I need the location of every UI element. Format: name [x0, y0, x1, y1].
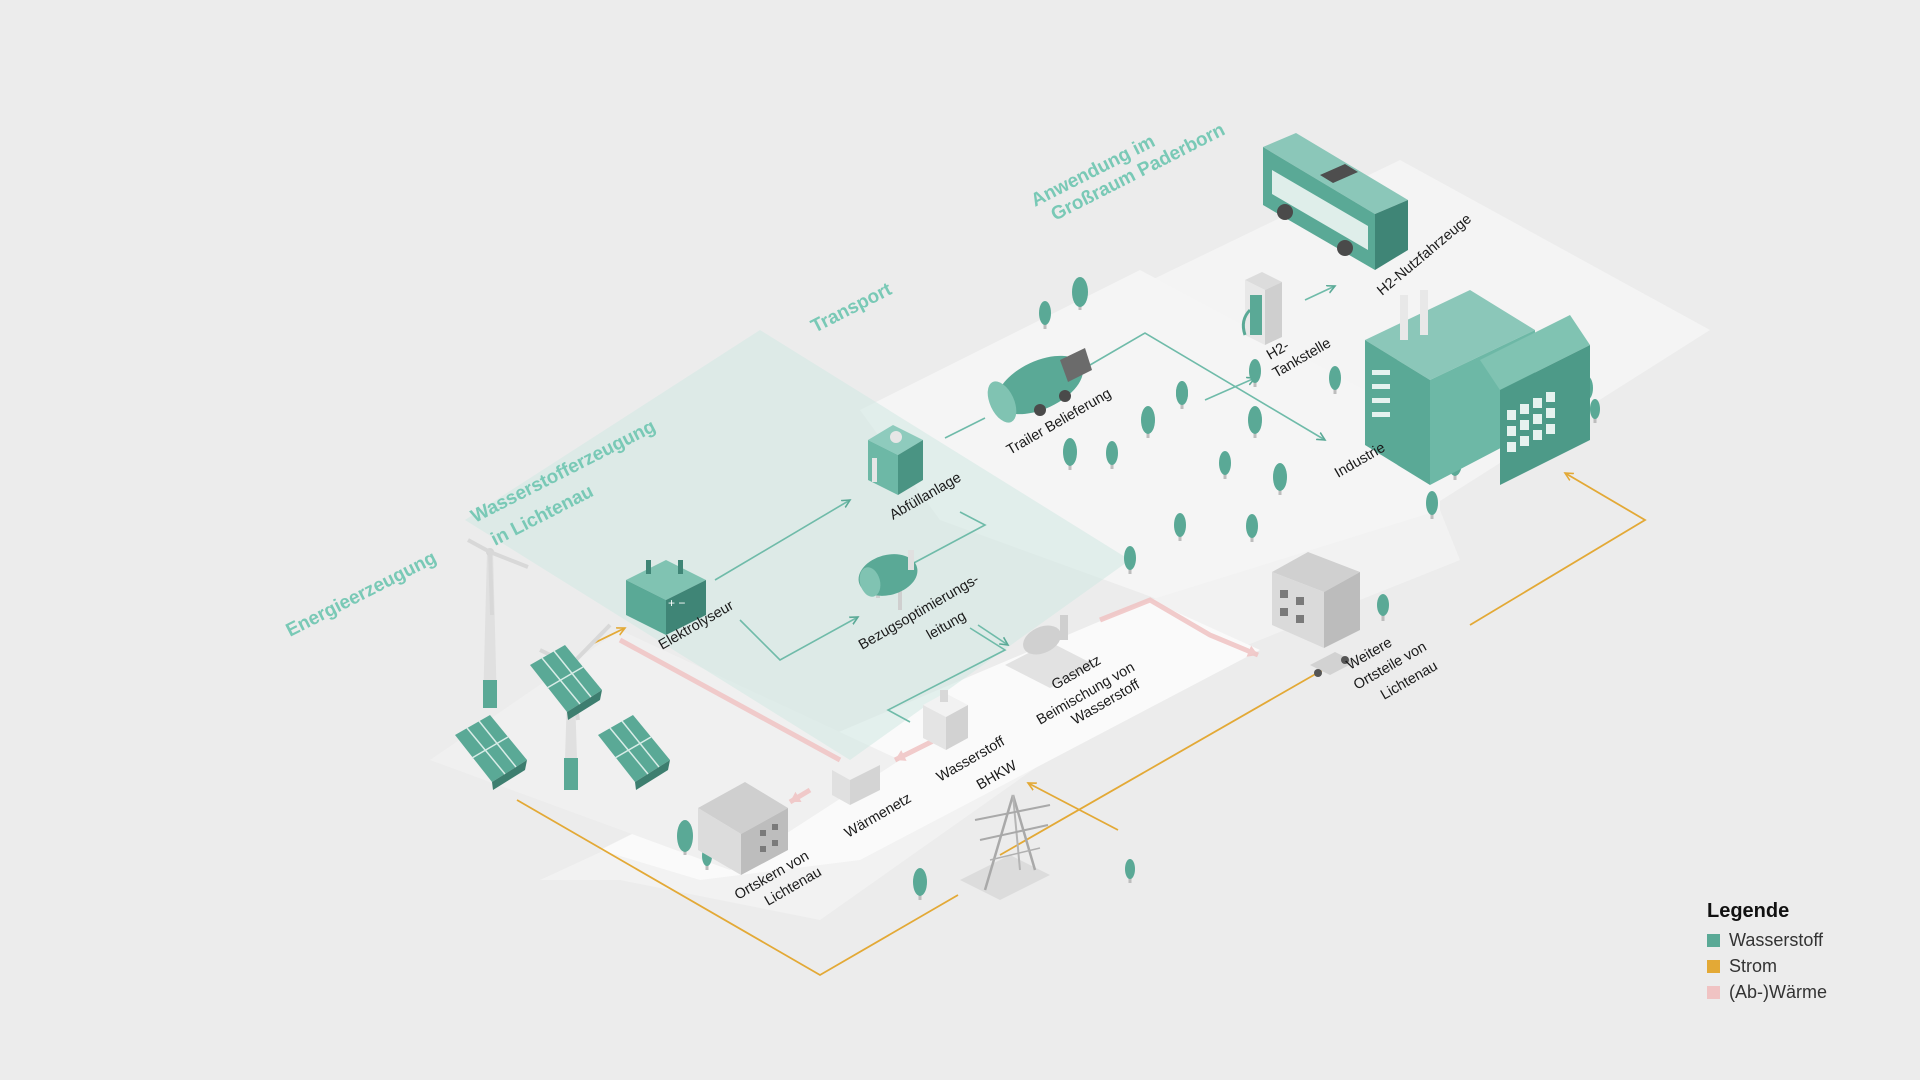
legend-label-power: Strom [1729, 955, 1778, 976]
apartment-building-icon [1272, 552, 1360, 648]
trailer-icon [987, 348, 1092, 423]
hydrogen-flows [714, 286, 1335, 723]
legend-item-hydrogen: Wasserstoff [1707, 927, 1887, 953]
solar-panel-icon [530, 645, 602, 720]
car-icon [1310, 652, 1355, 677]
tree-icon [1106, 441, 1118, 469]
legend-item-power: Strom [1707, 953, 1887, 979]
legend-label-hydrogen: Wasserstoff [1729, 929, 1824, 950]
factory-windows [1507, 392, 1555, 452]
tree-icon [1176, 381, 1188, 409]
tree-icon [1072, 277, 1088, 310]
tree-icon [677, 820, 693, 855]
tree-icon [1141, 406, 1155, 438]
legend-label-heat: (Ab-)Wärme [1729, 981, 1827, 1002]
legend-swatch-heat [1707, 985, 1720, 999]
flow-electrolyzer-to-filling [714, 500, 850, 581]
tree-icon [913, 868, 927, 900]
heat-grid-icon [832, 755, 880, 805]
tree-icon [1246, 514, 1258, 542]
tree-icon [1426, 491, 1438, 519]
power-grid-to-districts [999, 659, 1341, 856]
tree-icon [1590, 399, 1600, 423]
power-grid-to-chp [1028, 783, 1119, 831]
filling-plant-icon [868, 425, 923, 495]
section-transport: Transport [808, 279, 896, 338]
flow-station-to-vehicles [1304, 286, 1335, 301]
gas-grid-icon [1005, 615, 1095, 688]
electrolyzer-icon: + − [626, 560, 706, 635]
factory-side-windows [1372, 370, 1390, 417]
flow-storage-to-chp [886, 627, 1007, 723]
flow-filling-to-trailer [944, 417, 986, 439]
tree-icon [1174, 513, 1186, 541]
heat-chp-to-heatgrid [893, 737, 937, 763]
tree-icon [1377, 594, 1389, 621]
tree-icon [1273, 463, 1287, 495]
legend-item-heat: (Ab-)Wärme [1707, 979, 1887, 1005]
tree-icon [1125, 859, 1135, 883]
tree-icon [1249, 359, 1261, 387]
wind-turbine-icon [467, 538, 529, 708]
power-districts-to-industry [1469, 473, 1647, 626]
tree-icon [1329, 366, 1341, 394]
heat-flows [618, 597, 1259, 805]
flow-to-h2-station [1204, 378, 1255, 401]
fuel-station-icon [1241, 272, 1282, 345]
power-flows [516, 473, 1647, 977]
tree-icon [1124, 546, 1136, 574]
heat-to-other-districts [1099, 597, 1259, 658]
flow-trailer-to-industry [1089, 332, 1325, 440]
bus-icon [1263, 133, 1408, 270]
transmission-tower-icon [960, 794, 1051, 900]
heat-grid-to-village [788, 787, 812, 805]
legend-title: Legende [1707, 900, 1790, 922]
legend: Legende Wasserstoff Strom (Ab-)Wärme [1707, 900, 1887, 1005]
svg-text:+ −: + − [668, 596, 685, 610]
tree-icon [1219, 451, 1231, 479]
flow-storage-to-filling [909, 511, 987, 566]
power-renewables-to-grid [516, 799, 959, 977]
chp-plant-icon [923, 690, 968, 750]
legend-swatch-hydrogen [1707, 933, 1720, 947]
tree-icon [1063, 438, 1077, 470]
tree-icon [1039, 301, 1051, 329]
heat-electrolyzer-to-grid [618, 637, 842, 763]
section-energy: Energieerzeugung [283, 547, 440, 641]
tree-icon [1248, 406, 1262, 438]
flow-electrolyzer-to-storage [739, 617, 858, 661]
hydrogen-storage-icon [858, 550, 918, 610]
house-icon [698, 782, 788, 875]
solar-panel-icon [598, 715, 670, 790]
legend-swatch-power [1707, 959, 1720, 973]
solar-panel-icon [455, 715, 527, 790]
factory-icon [1365, 290, 1590, 485]
transport-zone [465, 330, 1130, 760]
flow-storage-to-gasgrid [977, 624, 1008, 645]
